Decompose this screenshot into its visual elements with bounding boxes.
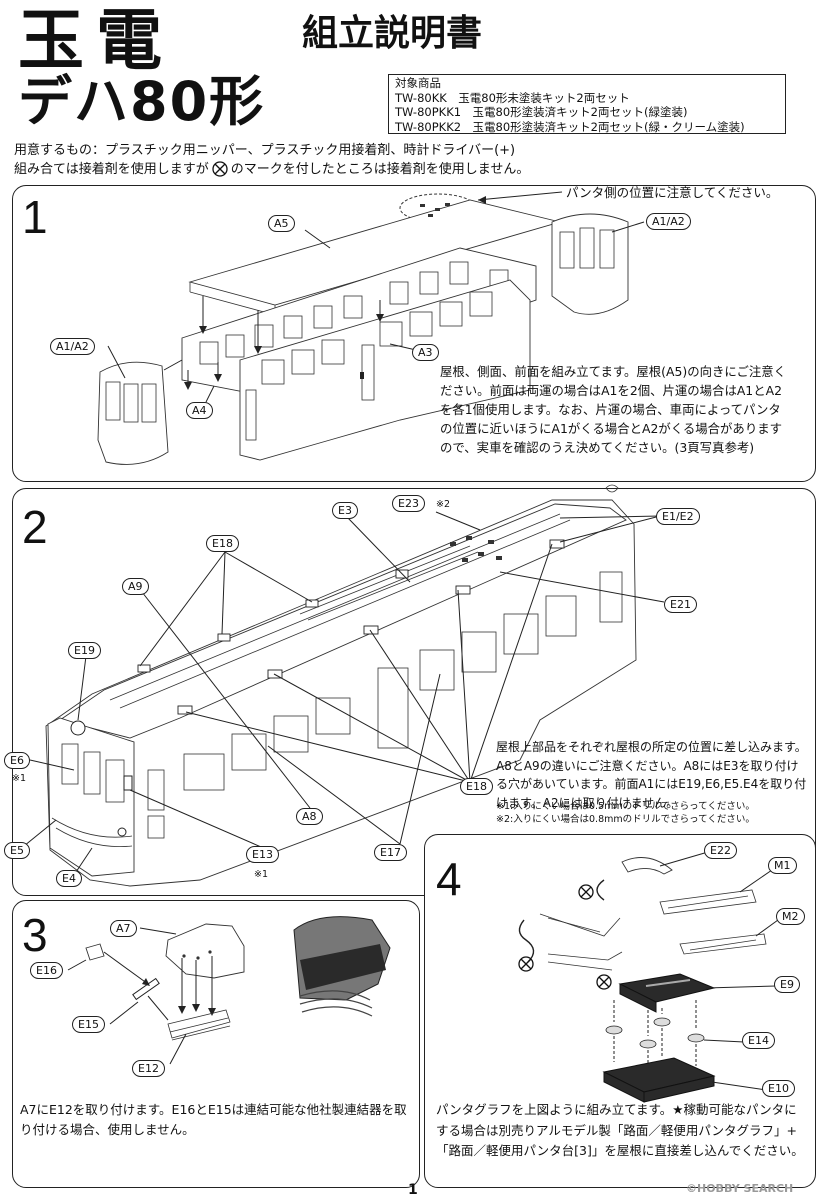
label-e6-note: ※1 [12,773,27,784]
product-line: TW-80PKK1 玉電80形塗装済キット2両セット(緑塗装) [395,105,688,119]
step2-text: 屋根上部品をそれぞれ屋根の所定の位置に差し込みます。A8とA9の違いにご注意くだ… [496,740,807,810]
step1-number: 1 [22,191,48,243]
roof-hole-marks [420,203,450,217]
no-glue-icon [596,974,612,990]
products-box: 対象商品 TW-80KK 玉電80形未塗装キット2両セット TW-80PKK1 … [388,74,786,134]
label-e5: E5 [4,842,30,859]
label-e4: E4 [56,870,82,887]
step1-pantograph-note: パンタ側の位置に注意してください。 [566,185,779,200]
label-a1a2-left: A1/A2 [50,338,95,355]
label-e13: E13 [246,846,279,863]
label-e15: E15 [72,1016,105,1033]
step1-text: 屋根、側面、前面を組み立てます。屋根(A5)の向きにご注意ください。前面は両運の… [440,364,787,455]
product-line: TW-80KK 玉電80形未塗装キット2両セット [395,90,630,105]
step2-diagram [23,484,665,887]
label-a4: A4 [186,402,213,419]
step3-number: 3 [22,909,48,961]
logo-line2: デハ80形 [18,70,266,133]
intro-line1: 用意するもの：プラスチック用ニッパー、プラスチック用接着剤、時計ドライバー(+) [14,143,516,158]
label-a9: A9 [122,578,149,595]
intro-line2: 組み合ては接着剤を使用しますが のマークを付したところは接着剤を使用しません。 [14,161,529,179]
label-e12: E12 [132,1060,165,1077]
label-e17: E17 [374,844,407,861]
doc-title: 組立説明書 [302,13,483,54]
label-e9: E9 [774,976,800,993]
step2-number: 2 [22,501,48,553]
label-e18-top: E18 [206,535,239,552]
intro-line2-post: のマークを付したところは接着剤を使用しません。 [230,162,530,177]
label-e23-note: ※2 [436,499,451,510]
no-glue-icon [212,161,228,177]
label-e1e2: E1/E2 [656,508,700,525]
step2-note1: ※1:入りにくい場合は0.5mmのドリルでさらってください。 [496,801,755,812]
label-a7: A7 [110,920,137,937]
label-a3: A3 [412,344,439,361]
watermark: ©HOBBY SEARCH [686,1182,794,1195]
label-a8: A8 [296,808,323,825]
step3-text: A7にE12を取り付けます。E16とE15は連結可能な他社製連結器を取り付ける場… [20,1102,407,1137]
label-a1a2-top: A1/A2 [646,213,691,230]
step4-panel [424,834,816,1188]
step2-note2: ※2:入りにくい場合は0.8mmのドリルでさらってください。 [496,814,755,825]
product-line: TW-80PKK2 玉電80形塗装済キット2両セット(緑・クリーム塗装) [395,119,745,134]
no-glue-icon [578,884,594,900]
intro-line2-pre: 組み合ては接着剤を使用しますが [14,162,209,177]
label-e21: E21 [664,596,697,613]
step4-number: 4 [436,853,462,905]
label-e6: E6 [4,752,30,769]
label-e22: E22 [704,842,737,859]
products-heading: 対象商品 [395,76,441,90]
no-glue-icon [518,956,534,972]
logo-line1: 玉電 [18,2,174,79]
label-m1: M1 [768,857,797,874]
step1-diagram [97,191,645,465]
label-m2: M2 [776,908,805,925]
label-e14: E14 [742,1032,775,1049]
label-e23: E23 [392,495,425,512]
label-e10: E10 [762,1080,795,1097]
label-e13-note: ※1 [254,869,269,880]
label-e3: E3 [332,502,358,519]
label-e18-bottom: E18 [460,778,493,795]
label-a5: A5 [268,215,295,232]
label-e19: E19 [68,642,101,659]
page-number: 1 [408,1182,418,1198]
step4-text: パンタグラフを上図ように組み立てます。★稼動可能なパンタにする場合は別売りアルモ… [436,1102,804,1158]
label-e16: E16 [30,962,63,979]
